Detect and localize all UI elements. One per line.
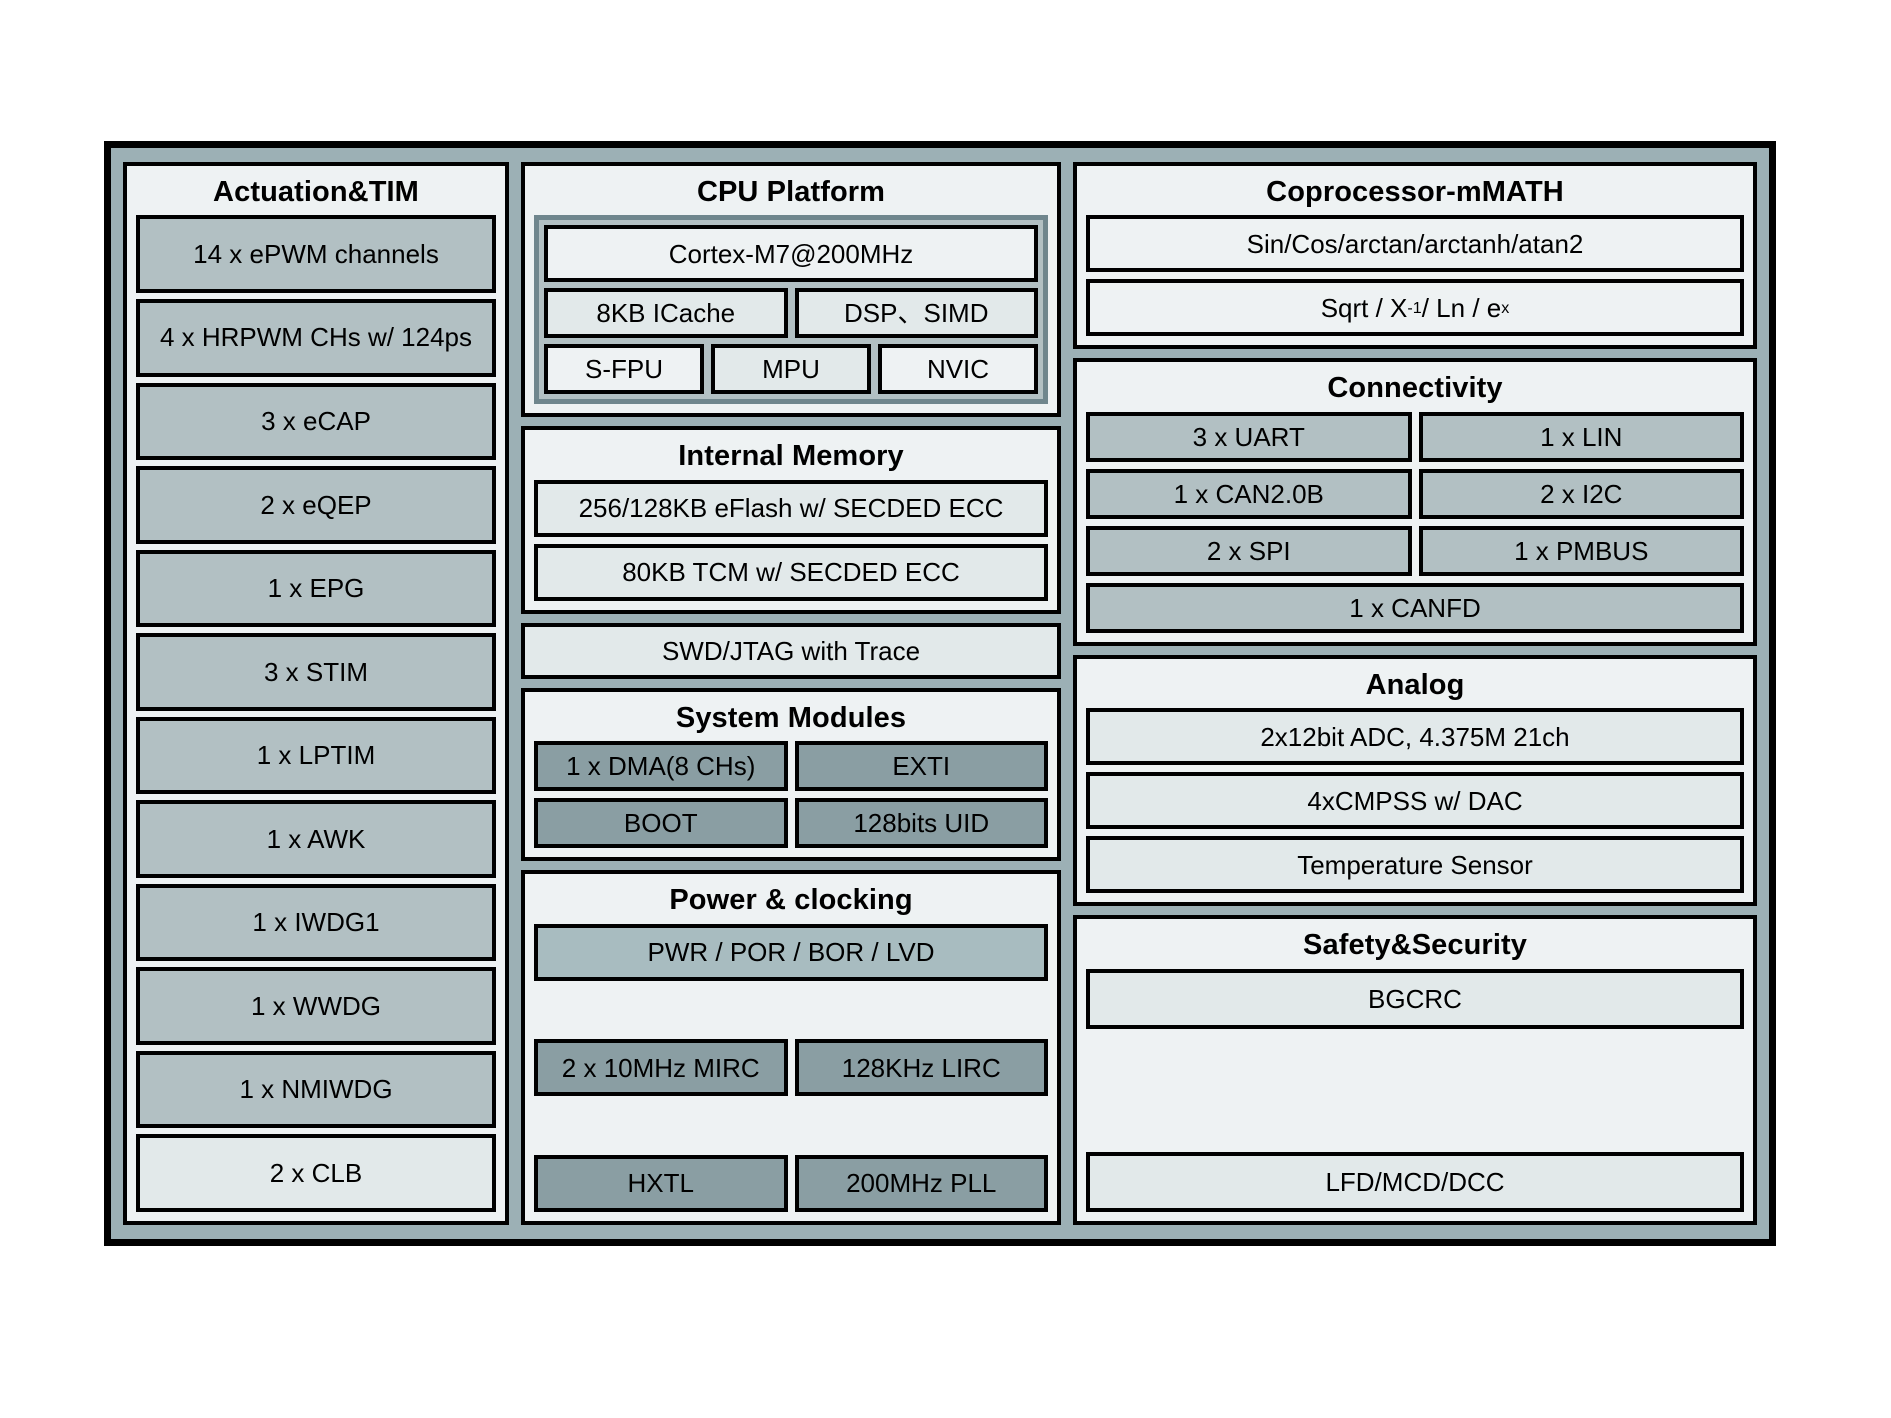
clock-item-mirc[interactable]: 2 x 10MHz MIRC (534, 1039, 788, 1097)
clock-item-hxtl[interactable]: HXTL (534, 1155, 788, 1212)
group-coprocessor-mmath: Coprocessor-mMATH Sin/Cos/arctan/arctanh… (1073, 162, 1757, 350)
system-modules-item-list: 1 x DMA(8 CHs) EXTI BOOT 128bits UID (534, 741, 1048, 849)
group-title-internal-memory: Internal Memory (678, 440, 904, 473)
group-title-system-modules: System Modules (675, 701, 907, 734)
connectivity-item-spi[interactable]: 2 x SPI (1086, 525, 1412, 576)
group-cpu-platform: CPU Platform Cortex-M7@200MHz 8KB ICache… (521, 162, 1061, 418)
connectivity-row-2: 1 x CAN2.0B 2 x I2C (1086, 468, 1744, 519)
actuation-item-wwdg[interactable]: 1 x WWDG (136, 967, 496, 1045)
system-item-dma[interactable]: 1 x DMA(8 CHs) (534, 741, 788, 792)
cpu-core-cortex-m7[interactable]: Cortex-M7@200MHz (544, 225, 1038, 283)
power-clocking-row-1: 2 x 10MHz MIRC 128KHz LIRC (534, 1039, 1048, 1097)
group-title-safety-security: Safety&Security (1303, 929, 1527, 962)
group-title-coprocessor-mmath: Coprocessor-mMATH (1266, 176, 1564, 208)
connectivity-item-can20b[interactable]: 1 x CAN2.0B (1086, 468, 1412, 519)
power-clocking-item-list: PWR / POR / BOR / LVD 2 x 10MHz MIRC 128… (534, 923, 1048, 1212)
system-modules-row-1: 1 x DMA(8 CHs) EXTI (534, 741, 1048, 792)
actuation-item-epg[interactable]: 1 x EPG (136, 549, 496, 628)
cpu-nvic[interactable]: NVIC (878, 344, 1038, 395)
left-column: Actuation&TIM 14 x ePWM channels 4 x HRP… (123, 162, 509, 1225)
clock-item-lirc[interactable]: 128KHz LIRC (794, 1039, 1048, 1097)
connectivity-item-list: 3 x UART 1 x LIN 1 x CAN2.0B 2 x I2C 2 x… (1086, 411, 1744, 633)
analog-item-list: 2x12bit ADC, 4.375M 21ch 4xCMPSS w/ DAC … (1086, 708, 1744, 894)
power-clocking-row-2: HXTL 200MHz PLL (534, 1155, 1048, 1212)
mmath-item-trig[interactable]: Sin/Cos/arctan/arctanh/atan2 (1086, 215, 1744, 273)
cpu-mpu[interactable]: MPU (711, 344, 871, 395)
chip-block-diagram: Actuation&TIM 14 x ePWM channels 4 x HRP… (104, 141, 1776, 1246)
system-modules-row-2: BOOT 128bits UID (534, 798, 1048, 849)
safety-item-lfd-mcd-dcc[interactable]: LFD/MCD/DCC (1086, 1152, 1744, 1212)
group-analog: Analog 2x12bit ADC, 4.375M 21ch 4xCMPSS … (1073, 654, 1757, 907)
group-title-actuation-tim: Actuation&TIM (213, 176, 419, 208)
safety-security-item-list: BGCRC LFD/MCD/DCC (1086, 968, 1744, 1212)
group-actuation-tim: Actuation&TIM 14 x ePWM channels 4 x HRP… (123, 162, 509, 1225)
actuation-item-nmiwdg[interactable]: 1 x NMIWDG (136, 1050, 496, 1129)
memory-item-tcm[interactable]: 80KB TCM w/ SECDED ECC (534, 543, 1048, 601)
actuation-item-iwdg1[interactable]: 1 x IWDG1 (136, 883, 496, 962)
connectivity-row-3: 2 x SPI 1 x PMBUS (1086, 525, 1744, 576)
group-internal-memory: Internal Memory 256/128KB eFlash w/ SECD… (521, 426, 1061, 614)
actuation-item-awk[interactable]: 1 x AWK (136, 800, 496, 878)
analog-item-temp-sensor[interactable]: Temperature Sensor (1086, 836, 1744, 894)
cpu-row-fpu-mpu-nvic: S-FPU MPU NVIC (544, 344, 1038, 395)
connectivity-item-pmbus[interactable]: 1 x PMBUS (1418, 525, 1744, 576)
actuation-item-eqep[interactable]: 2 x eQEP (136, 466, 496, 544)
analog-item-adc[interactable]: 2x12bit ADC, 4.375M 21ch (1086, 708, 1744, 766)
analog-item-cmpss[interactable]: 4xCMPSS w/ DAC (1086, 772, 1744, 830)
debug-swd-jtag[interactable]: SWD/JTAG with Trace (521, 622, 1061, 679)
group-power-clocking: Power & clocking PWR / POR / BOR / LVD 2… (521, 870, 1061, 1225)
actuation-item-stim[interactable]: 3 x STIM (136, 633, 496, 711)
cpu-icache[interactable]: 8KB ICache (544, 288, 788, 339)
cpu-dsp-simd[interactable]: DSP、SIMD (794, 288, 1038, 339)
cpu-row-cache-dsp: 8KB ICache DSP、SIMD (544, 288, 1038, 339)
mmath-sqrt-prefix: Sqrt / X (1320, 292, 1408, 323)
actuation-item-lptim[interactable]: 1 x LPTIM (136, 716, 496, 795)
mmath-sqrt-mid: / Ln / e (1421, 292, 1502, 323)
internal-memory-item-list: 256/128KB eFlash w/ SECDED ECC 80KB TCM … (534, 479, 1048, 601)
group-title-cpu-platform: CPU Platform (696, 176, 886, 208)
cpu-inner-frame: Cortex-M7@200MHz 8KB ICache DSP、SIMD S-F… (534, 215, 1048, 405)
group-title-analog: Analog (1365, 668, 1465, 701)
group-safety-security: Safety&Security BGCRC LFD/MCD/DCC (1073, 915, 1757, 1225)
connectivity-item-canfd[interactable]: 1 x CANFD (1086, 582, 1744, 633)
connectivity-item-lin[interactable]: 1 x LIN (1418, 411, 1744, 462)
actuation-item-clb[interactable]: 2 x CLB (136, 1134, 496, 1213)
system-item-exti[interactable]: EXTI (794, 741, 1048, 792)
coprocessor-item-list: Sin/Cos/arctan/arctanh/atan2 Sqrt / X-1 … (1086, 215, 1744, 337)
connectivity-row-1: 3 x UART 1 x LIN (1086, 411, 1744, 462)
connectivity-item-i2c[interactable]: 2 x I2C (1418, 468, 1744, 519)
system-item-uid[interactable]: 128bits UID (794, 798, 1048, 849)
right-column: Coprocessor-mMATH Sin/Cos/arctan/arctanh… (1073, 162, 1757, 1225)
clock-item-pll[interactable]: 200MHz PLL (794, 1155, 1048, 1212)
connectivity-item-uart[interactable]: 3 x UART (1086, 411, 1412, 462)
cpu-s-fpu[interactable]: S-FPU (544, 344, 704, 395)
group-connectivity: Connectivity 3 x UART 1 x LIN 1 x CAN2.0… (1073, 358, 1757, 646)
memory-item-eflash[interactable]: 256/128KB eFlash w/ SECDED ECC (534, 479, 1048, 537)
actuation-item-list: 14 x ePWM channels 4 x HRPWM CHs w/ 124p… (136, 215, 496, 1213)
group-system-modules: System Modules 1 x DMA(8 CHs) EXTI BOOT … (521, 687, 1061, 862)
group-title-connectivity: Connectivity (1327, 372, 1503, 405)
actuation-item-hrpwm[interactable]: 4 x HRPWM CHs w/ 124ps (136, 299, 496, 377)
power-item-rail[interactable]: PWR / POR / BOR / LVD (534, 923, 1048, 981)
safety-item-bgcrc[interactable]: BGCRC (1086, 968, 1744, 1029)
middle-column: CPU Platform Cortex-M7@200MHz 8KB ICache… (521, 162, 1061, 1225)
actuation-item-ecap[interactable]: 3 x eCAP (136, 382, 496, 461)
actuation-item-epwm[interactable]: 14 x ePWM channels (136, 215, 496, 294)
group-title-power-clocking: Power & clocking (669, 884, 913, 917)
system-item-boot[interactable]: BOOT (534, 798, 788, 849)
